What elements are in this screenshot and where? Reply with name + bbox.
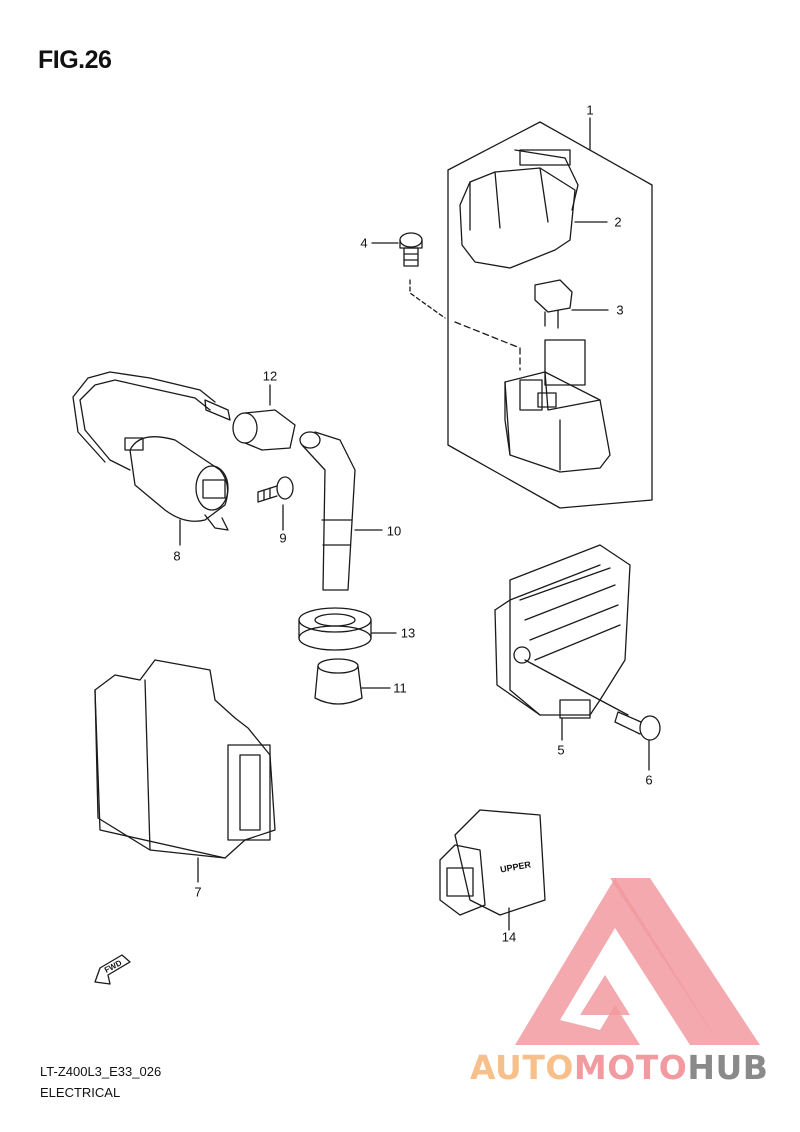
starter-relay	[504, 339, 611, 473]
diagram-code: LT-Z400L3_E33_026	[40, 1064, 162, 1079]
starter-relay-group-outline	[447, 117, 653, 509]
callout-1: 1	[586, 102, 594, 118]
screw-4	[371, 232, 521, 371]
figure-title: FIG.26	[38, 46, 112, 74]
spark-plug-cap-boot	[232, 384, 296, 451]
watermark-part-moto: MOTO	[573, 1048, 688, 1087]
watermark-logo-icon	[515, 878, 760, 1045]
ecm-unit	[94, 659, 276, 883]
watermark-part-hub: HUB	[687, 1048, 769, 1087]
callout-14: 14	[501, 929, 517, 945]
callout-8: 8	[173, 548, 181, 564]
callout-12: 12	[262, 368, 278, 384]
callout-11: 11	[393, 680, 407, 696]
watermark-part-auto: AUTO	[470, 1048, 574, 1087]
callout-2: 2	[614, 214, 622, 230]
spark-plug-cap	[299, 431, 383, 591]
bolt-6	[614, 711, 661, 771]
relay-cover	[459, 149, 608, 269]
callout-7: 7	[194, 884, 202, 900]
callout-3: 3	[616, 302, 624, 318]
grommet	[298, 607, 397, 651]
fwd-arrow-icon	[94, 954, 131, 985]
bolt-9	[257, 476, 294, 531]
callout-9: 9	[279, 530, 287, 546]
ignition-coil	[72, 371, 231, 546]
cap-11	[314, 658, 391, 705]
callout-4: 4	[360, 235, 368, 251]
callout-6: 6	[645, 772, 653, 788]
connector-14	[439, 809, 546, 931]
callout-13: 13	[400, 625, 416, 641]
watermark-text: AUTOMOTOHUB	[470, 1048, 768, 1087]
section-name: ELECTRICAL	[40, 1085, 121, 1100]
callout-10: 10	[386, 523, 402, 539]
regulator-rectifier	[494, 544, 631, 741]
callout-5: 5	[557, 742, 565, 758]
fuse	[534, 279, 609, 329]
